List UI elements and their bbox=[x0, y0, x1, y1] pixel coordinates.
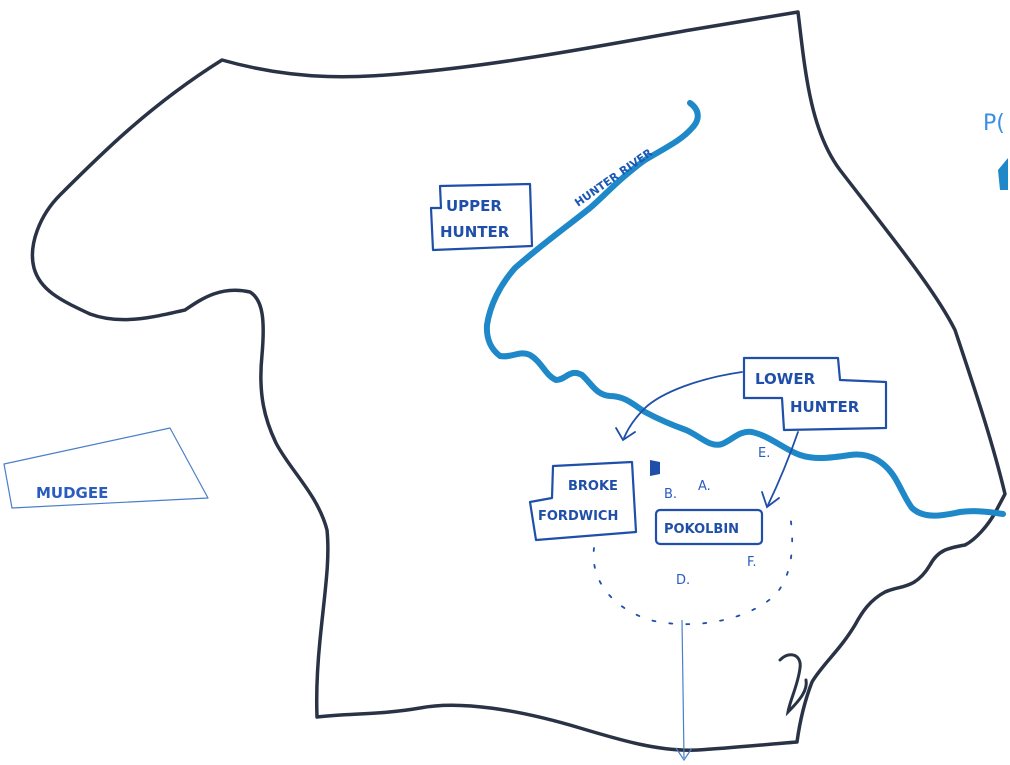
arrow-to-pokolbin bbox=[767, 431, 799, 506]
lower-hunter-label: LOWER HUNTER bbox=[742, 356, 888, 432]
pokolbin-text: POKOLBIN bbox=[664, 522, 739, 537]
marker-f: F. bbox=[747, 555, 757, 570]
broke-line1: BROKE bbox=[568, 479, 618, 494]
marker-d: D. bbox=[676, 573, 690, 588]
mudgee-text: MUDGEE bbox=[36, 484, 108, 502]
region-outline bbox=[30, 10, 1007, 752]
upper-hunter-label: UPPER HUNTER bbox=[429, 182, 534, 252]
broke-line2: FORDWICH bbox=[538, 509, 618, 524]
lower-hunter-line2: HUNTER bbox=[790, 398, 860, 416]
mudgee-label: MUDGEE bbox=[3, 427, 209, 509]
lower-hunter-line1: LOWER bbox=[755, 370, 816, 388]
upper-hunter-line2: HUNTER bbox=[440, 223, 510, 241]
arrow-south-head bbox=[675, 747, 693, 762]
arrow-to-broke-head bbox=[615, 427, 636, 442]
arrow-to-pokolbin-head bbox=[761, 491, 780, 509]
location-pin-icon bbox=[650, 460, 660, 476]
marker-b: B. bbox=[664, 487, 677, 502]
hunter-river bbox=[483, 100, 1006, 519]
river-label: HUNTER RIVER bbox=[572, 146, 655, 210]
edge-mark bbox=[998, 158, 1008, 190]
edge-text: P( bbox=[983, 111, 1005, 136]
marker-e: E. bbox=[758, 446, 770, 461]
marker-a: A. bbox=[698, 479, 711, 494]
pokolbin-label: POKOLBIN bbox=[654, 508, 764, 546]
broke-fordwich-label: BROKE FORDWICH bbox=[528, 460, 638, 542]
arrow-to-broke bbox=[623, 371, 743, 439]
estuary-inlet bbox=[778, 653, 808, 717]
upper-hunter-line1: UPPER bbox=[446, 197, 502, 215]
arrow-south bbox=[681, 619, 685, 759]
